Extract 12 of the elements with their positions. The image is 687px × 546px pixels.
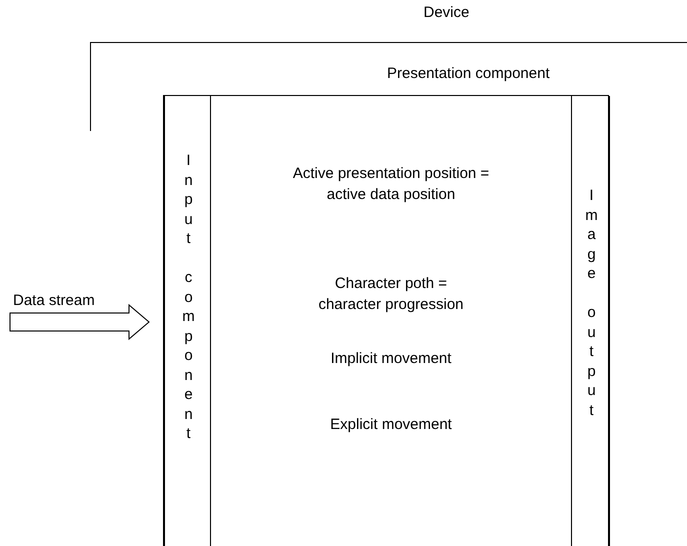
input-component-column [164,96,211,546]
device-label: Device [424,3,470,23]
implicit-movement-text: Implicit movement [330,349,452,369]
character-path-text: Character poth = character progression [317,274,465,315]
edge-label: Data stream [13,291,95,311]
position-text: Active presentation position = active data position [292,164,490,205]
explicit-movement-text: Explicit movement [329,415,453,435]
hollow-arrow [10,304,150,340]
image-output-column [571,96,610,546]
input-component-label: Input component [181,151,196,444]
component-title: Presentation component [387,64,550,84]
image-output-label: Image output [584,186,599,420]
